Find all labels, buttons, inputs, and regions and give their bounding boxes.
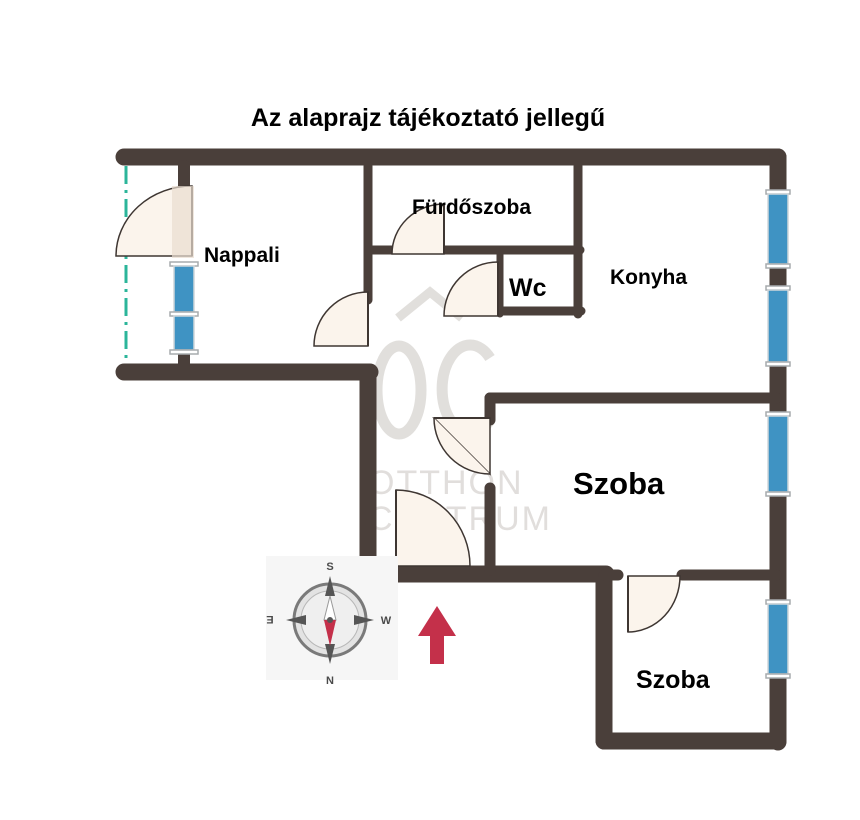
watermark-line-1: OTTHON: [368, 464, 524, 502]
walls: [115, 148, 787, 751]
window-icon: [765, 411, 791, 497]
compass-label-north: N: [326, 675, 334, 687]
door-icon: [443, 261, 499, 317]
window-icon: [765, 189, 791, 269]
compass-label-west: W: [381, 615, 392, 627]
door-icon: [627, 575, 681, 633]
compass-label-south: S: [326, 561, 333, 573]
north-arrow-icon: [418, 606, 456, 664]
windows: [169, 189, 791, 679]
door-icon: [395, 489, 471, 567]
room-label-konyha: Konyha: [610, 266, 687, 289]
window-icon: [765, 599, 791, 679]
compass-label-east: E: [266, 613, 273, 625]
window-icon: [765, 285, 791, 367]
window-icon: [169, 261, 199, 355]
door-icon: [391, 203, 445, 255]
compass-icon: S N E W: [266, 556, 398, 687]
door-icon: [115, 185, 194, 258]
room-label-furdoszoba: Fürdőszoba: [412, 196, 531, 219]
room-label-szoba-1: Szoba: [573, 466, 665, 501]
room-label-szoba-2: Szoba: [636, 666, 711, 694]
doors: [115, 185, 681, 633]
door-icon: [313, 291, 369, 347]
room-label-wc: Wc: [509, 274, 547, 302]
room-label-nappali: Nappali: [204, 244, 280, 267]
plan-disclaimer-title: Az alaprajz tájékoztató jellegű: [251, 104, 605, 132]
door-icon: [432, 417, 491, 476]
